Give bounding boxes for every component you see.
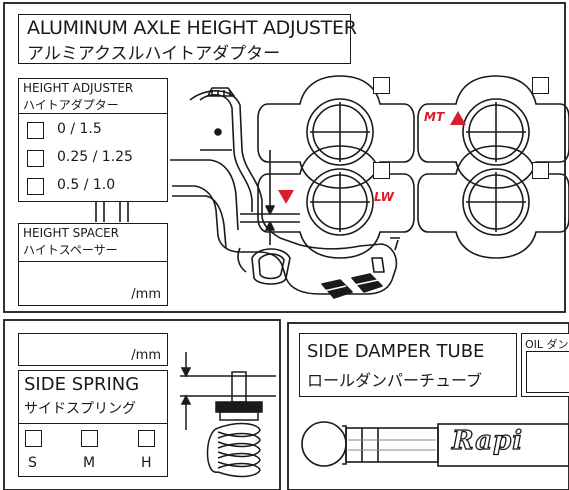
option-label-0-5-1-0: 0.5 / 1.0 (57, 177, 116, 193)
adjuster-cap-4 (417, 145, 569, 259)
spring-option-m-checkbox[interactable] (81, 430, 98, 447)
main-title-box: ALUMINUM AXLE HEIGHT ADJUSTER アルミアクスルハイト… (18, 14, 357, 64)
side-damper-title-ja: ロールダンパーチューブ (307, 371, 483, 390)
option-checkbox-0-25-1-25[interactable] (27, 150, 44, 167)
spring-option-s-label: S (28, 455, 37, 471)
spring-length-unit: /mm (131, 348, 161, 363)
oil-damper-box: OIL ダン (521, 333, 569, 397)
height-spacer-unit: /mm (131, 287, 161, 302)
spring-option-h-checkbox[interactable] (138, 430, 155, 447)
top-frame (3, 2, 566, 313)
lw-marker-label: LW (374, 190, 394, 204)
option-checkbox-0-1-5[interactable] (27, 122, 44, 139)
oil-damper-input[interactable] (526, 351, 569, 393)
main-title-en: ALUMINUM AXLE HEIGHT ADJUSTER (27, 17, 357, 39)
height-spacer-input[interactable]: /mm (18, 261, 168, 306)
height-spacer-title-en: HEIGHT SPACER (23, 226, 119, 240)
height-spacer-title-ja: ハイトスペーサー (23, 243, 118, 257)
height-spacer-box: HEIGHT SPACER ハイトスペーサー /mm (18, 223, 168, 306)
mt-marker-label: MT (424, 110, 445, 124)
damper-tube-drawing (301, 421, 569, 467)
adjuster-cap-2 (417, 75, 569, 189)
spring-drawing (180, 352, 276, 478)
side-damper-frame (287, 322, 569, 490)
axle-bracket-drawing (95, 87, 400, 299)
side-spring-frame (3, 319, 281, 490)
height-adjuster-options-panel: 0 / 1.5 0.25 / 1.25 0.5 / 1.0 (18, 113, 168, 202)
cap-3-checkbox[interactable] (373, 162, 390, 179)
adjuster-cap-1 (257, 75, 415, 189)
side-damper-title-box: SIDE DAMPER TUBE ロールダンパーチューブ (299, 333, 517, 397)
side-spring-title-ja: サイドスプリング (24, 401, 136, 417)
cap-1-checkbox[interactable] (373, 77, 390, 94)
up-triangle-marker (450, 111, 466, 125)
option-checkbox-0-5-1-0[interactable] (27, 178, 44, 195)
cap-4-checkbox[interactable] (532, 162, 549, 179)
oil-damper-label: OIL ダン (525, 338, 569, 351)
side-spring-options-panel: S M H (18, 423, 168, 477)
spring-length-input[interactable]: /mm (18, 333, 168, 366)
damper-brand-logo: Rapi (451, 425, 524, 456)
option-label-0-25-1-25: 0.25 / 1.25 (57, 149, 133, 165)
height-adjuster-title-ja: ハイトアダプター (23, 98, 119, 112)
side-spring-box: SIDE SPRING サイドスプリング S M H (18, 370, 168, 477)
spring-option-m-label: M (83, 455, 96, 471)
option-label-0-1-5: 0 / 1.5 (57, 121, 102, 137)
down-triangle-marker (278, 190, 294, 204)
spring-option-s-checkbox[interactable] (25, 430, 42, 447)
spring-option-h-label: H (141, 455, 152, 471)
cap-2-checkbox[interactable] (532, 77, 549, 94)
height-adjuster-title-en: HEIGHT ADJUSTER (23, 81, 134, 95)
main-title-ja: アルミアクスルハイトアダプター (27, 44, 281, 64)
side-spring-title-en: SIDE SPRING (24, 374, 140, 395)
adjuster-cap-3 (257, 145, 415, 259)
side-damper-title-en: SIDE DAMPER TUBE (307, 341, 485, 362)
height-adjuster-box: HEIGHT ADJUSTER ハイトアダプター 0 / 1.5 0.25 / … (18, 78, 168, 202)
